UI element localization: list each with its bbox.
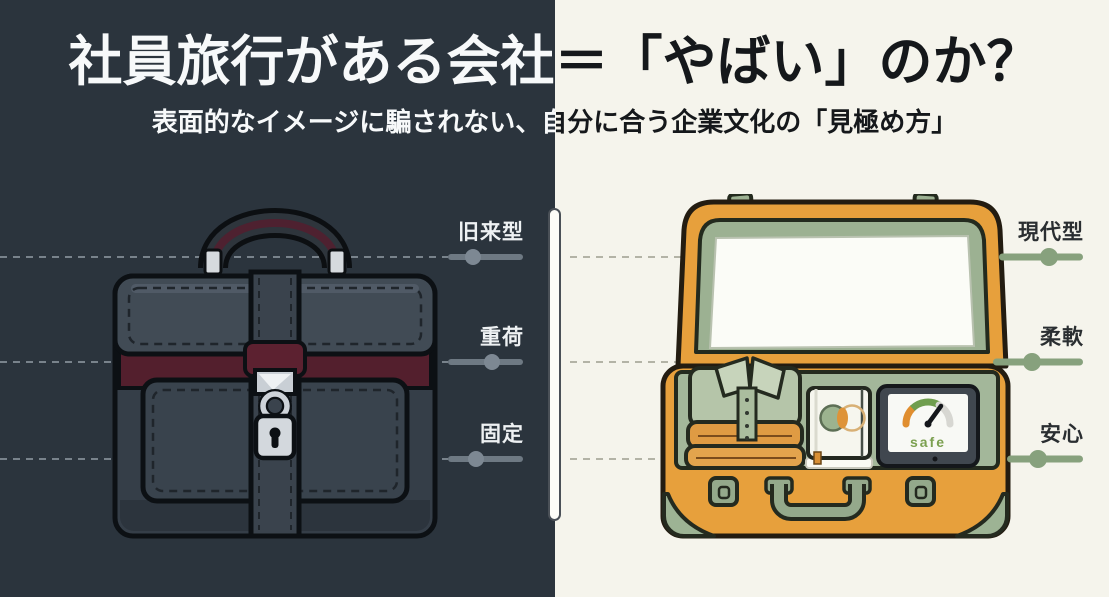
flap-stitching bbox=[127, 286, 423, 346]
tablet-with-gauge: safe bbox=[876, 384, 980, 468]
page-subtitle: 表面的なイメージに騙されない、自分に合う企業文化の「見極め方」 表面的なイメージ… bbox=[0, 106, 1109, 142]
suitcase-handle bbox=[764, 476, 872, 521]
notebook bbox=[806, 386, 872, 465]
center-divider bbox=[548, 208, 561, 521]
bookmark-tab bbox=[813, 451, 822, 465]
slider-knob[interactable] bbox=[484, 354, 501, 370]
slider-track bbox=[448, 254, 523, 260]
slider-track bbox=[448, 456, 523, 462]
tablet-camera-dot bbox=[932, 456, 938, 462]
briefcase-handle bbox=[198, 208, 352, 276]
page-title: 社員旅行がある会社＝「やばい」のか？ 社員旅行がある会社＝「やばい」のか？ bbox=[0, 26, 1109, 106]
base-clasps bbox=[708, 476, 936, 507]
gauge-safe-label: safe bbox=[910, 434, 946, 450]
slider-knob[interactable] bbox=[1022, 353, 1041, 371]
slider-label-fixed: 固定 bbox=[480, 423, 524, 446]
gauge-arc-low bbox=[902, 404, 916, 428]
slider-knob[interactable] bbox=[464, 249, 481, 265]
venn-logo bbox=[837, 407, 848, 429]
slider-fixed bbox=[448, 449, 523, 469]
slider-label-burden: 重荷 bbox=[480, 326, 524, 349]
gauge-needle bbox=[925, 403, 944, 427]
strap-stitching bbox=[258, 278, 292, 530]
slider-label-modern: 現代型 bbox=[1018, 221, 1084, 244]
briefcase-illustration bbox=[112, 208, 438, 539]
slider-knob[interactable] bbox=[1040, 248, 1059, 266]
slider-burden bbox=[448, 352, 523, 372]
corner-guards bbox=[662, 492, 1009, 538]
slider-modern bbox=[999, 247, 1083, 267]
lid-inner-panel bbox=[708, 234, 976, 350]
page-title-right-half: 社員旅行がある会社＝「やばい」のか？ bbox=[68, 32, 1041, 92]
slider-knob[interactable] bbox=[467, 451, 484, 467]
slider-legacy bbox=[448, 247, 523, 267]
clasp-highlight bbox=[259, 374, 291, 390]
slider-knob[interactable] bbox=[1029, 450, 1048, 468]
page-subtitle-right-half: 表面的なイメージに騙されない、自分に合う企業文化の「見極め方」 bbox=[151, 107, 958, 137]
slider-secure bbox=[1007, 449, 1083, 469]
suitcase-illustration: safe bbox=[660, 194, 1011, 539]
slider-label-flexible: 柔軟 bbox=[1040, 326, 1084, 349]
slider-flexible bbox=[993, 352, 1083, 372]
packed-contents: safe bbox=[684, 356, 980, 470]
padlock-icon bbox=[253, 389, 297, 461]
slider-label-secure: 安心 bbox=[1040, 423, 1084, 446]
slider-label-legacy: 旧来型 bbox=[458, 221, 524, 244]
